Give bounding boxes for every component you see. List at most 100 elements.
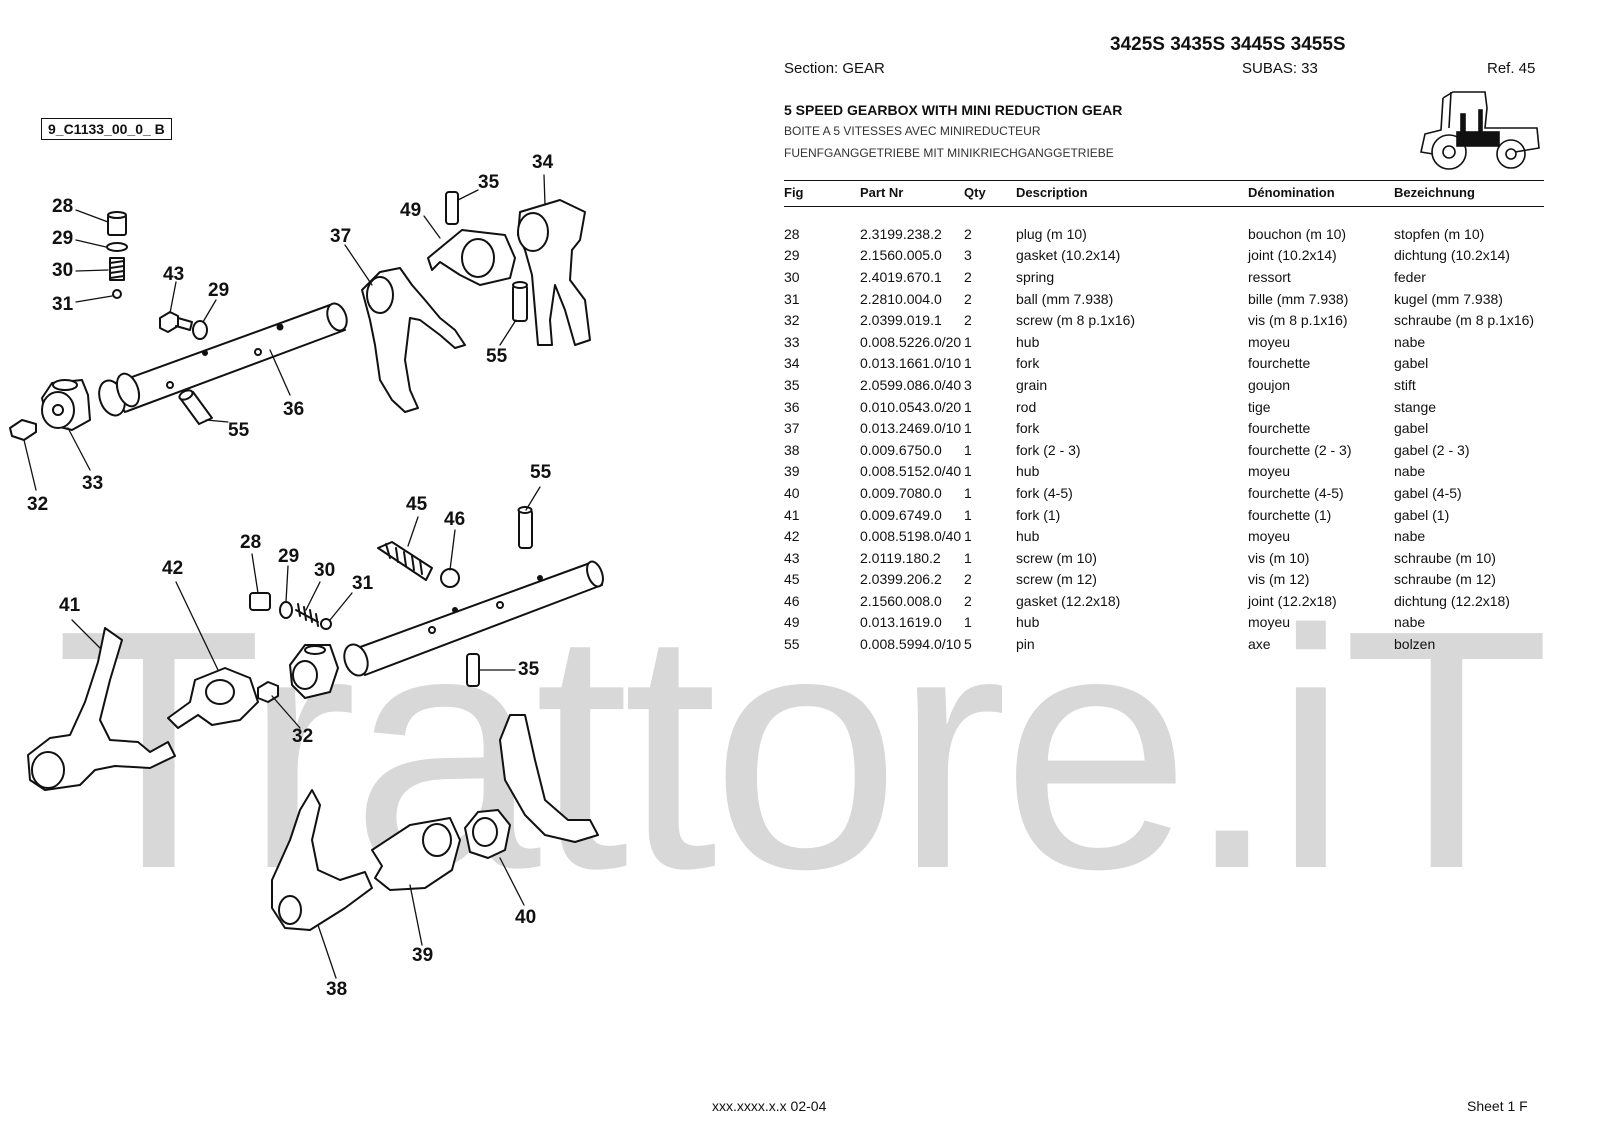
callout-39: 39 (412, 945, 434, 966)
callout-35: 35 (518, 659, 540, 680)
cell-part-nr: 0.009.6750.0 (860, 441, 942, 458)
col-description: Description (1016, 180, 1248, 207)
cell-fig: 34 (784, 355, 800, 372)
cell-bezeichnung: nabe (1394, 614, 1426, 631)
cell-qty: 1 (964, 484, 972, 501)
cell-description: fork (4-5) (1016, 484, 1073, 501)
cell-denomination: bouchon (m 10) (1248, 225, 1347, 242)
callout-28: 28 (240, 532, 262, 553)
cell-qty: 2 (964, 571, 972, 588)
cell-qty: 5 (964, 636, 972, 653)
cell-bezeichnung: schraube (m 8 p.1x16) (1394, 312, 1535, 329)
callout-30: 30 (52, 260, 74, 281)
cell-part-nr: 0.013.1619.0 (860, 614, 942, 631)
cell-denomination: vis (m 8 p.1x16) (1248, 312, 1348, 329)
callout-29: 29 (278, 546, 300, 567)
cell-bezeichnung: schraube (m 10) (1394, 549, 1496, 566)
cell-fig: 42 (784, 528, 800, 545)
cell-description: hub (1016, 614, 1040, 631)
pin-55-drawing-b (512, 281, 528, 322)
section-title-de: FUENFGANGGETRIEBE MIT MINIKRIECHGANGGETR… (784, 146, 1114, 160)
exploded-parts-diagram (9, 174, 604, 979)
cell-bezeichnung: feder (1394, 268, 1426, 285)
cell-denomination: joint (12.2x18) (1248, 592, 1337, 609)
cell-bezeichnung: stift (1394, 376, 1416, 393)
plug-28-drawing-b (249, 592, 271, 611)
cell-denomination: ressort (1248, 268, 1291, 285)
cell-description: gasket (10.2x14) (1016, 247, 1121, 264)
cell-fig: 49 (784, 614, 800, 631)
cell-part-nr: 0.008.5198.0/40 (860, 528, 962, 545)
pin-55-drawing-c (517, 506, 533, 549)
gasket-29-drawing-b (192, 320, 208, 340)
fork-40-drawing (464, 714, 599, 859)
plug-28-drawing (107, 211, 127, 236)
cell-part-nr: 2.1560.005.0 (860, 247, 942, 264)
cell-description: ball (mm 7.938) (1016, 290, 1114, 307)
cell-qty: 1 (964, 506, 972, 523)
cell-denomination: fourchette (1248, 420, 1311, 437)
cell-bezeichnung: gabel (1) (1394, 506, 1450, 523)
cell-qty: 1 (964, 355, 972, 372)
cell-qty: 1 (964, 333, 972, 350)
gasket-29-drawing-c (279, 601, 293, 619)
cell-qty: 2 (964, 290, 972, 307)
cell-fig: 55 (784, 636, 800, 653)
callout-30: 30 (314, 560, 336, 581)
screw-32-drawing (9, 419, 37, 441)
cell-part-nr: 0.009.7080.0 (860, 484, 942, 501)
cell-denomination: moyeu (1248, 528, 1291, 545)
cell-qty: 2 (964, 592, 972, 609)
cell-description: hub (1016, 333, 1040, 350)
ref-label: Ref. 45 (1487, 60, 1536, 77)
fork-41-drawing (27, 627, 176, 791)
cell-part-nr: 2.0599.086.0/40 (860, 376, 962, 393)
cell-description: fork (2 - 3) (1016, 441, 1081, 458)
section-title-fr: BOITE A 5 VITESSES AVEC MINIREDUCTEUR (784, 124, 1041, 138)
spring-30-drawing (109, 257, 125, 281)
cell-fig: 45 (784, 571, 800, 588)
cell-bezeichnung: dichtung (12.2x18) (1394, 592, 1510, 609)
sheet-label: Sheet 1 F (1467, 1098, 1528, 1114)
cell-fig: 40 (784, 484, 800, 501)
cell-bezeichnung: gabel (4-5) (1394, 484, 1462, 501)
cell-part-nr: 2.0399.019.1 (860, 312, 942, 329)
cell-denomination: vis (m 12) (1248, 571, 1310, 588)
cell-denomination: fourchette (1248, 355, 1311, 372)
cell-part-nr: 0.008.5994.0/10 (860, 636, 962, 653)
callout-38: 38 (326, 979, 348, 1000)
cell-description: hub (1016, 528, 1040, 545)
cell-qty: 1 (964, 441, 972, 458)
fork-38-drawing (271, 789, 373, 931)
gasket-46-drawing (440, 568, 460, 588)
cell-fig: 38 (784, 441, 800, 458)
cell-bezeichnung: schraube (m 12) (1394, 571, 1496, 588)
cell-description: fork (1016, 420, 1040, 437)
cell-denomination: fourchette (2 - 3) (1248, 441, 1352, 458)
cell-bezeichnung: dichtung (10.2x14) (1394, 247, 1510, 264)
cell-part-nr: 0.010.0543.0/20 (860, 398, 962, 415)
cell-qty: 1 (964, 463, 972, 480)
cell-fig: 32 (784, 312, 800, 329)
diagram-code: 9_C1133_00_0_ B (41, 118, 172, 140)
leader-lines (23, 174, 546, 979)
callout-31: 31 (352, 573, 374, 594)
col-fig: Fig (784, 180, 860, 207)
cell-description: screw (m 8 p.1x16) (1016, 312, 1136, 329)
callout-43: 43 (163, 264, 185, 285)
pin-55-drawing (178, 389, 213, 425)
callout-35: 35 (478, 172, 500, 193)
cell-denomination: goujon (1248, 376, 1291, 393)
cell-part-nr: 2.0119.180.2 (860, 549, 941, 566)
cell-description: screw (m 10) (1016, 549, 1097, 566)
cell-bezeichnung: nabe (1394, 528, 1426, 545)
